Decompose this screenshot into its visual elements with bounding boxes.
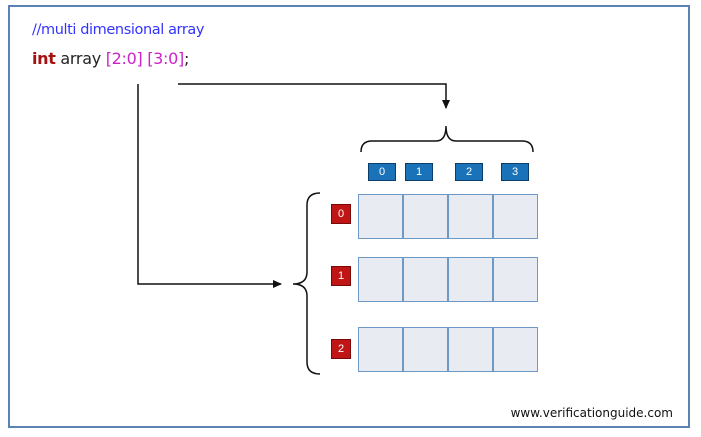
array-cell [358,327,403,372]
dimension-rows: [2:0] [105,49,143,68]
column-index-1: 1 [405,163,433,181]
columns-arrow [178,83,450,109]
array-cell [493,257,538,302]
column-index-0: 0 [368,163,396,181]
column-brace [360,125,534,153]
rows-arrow [137,84,282,288]
array-cell [448,327,493,372]
array-cell [448,257,493,302]
website-url: www.verificationguide.com [510,406,673,420]
column-index-3: 3 [501,163,529,181]
code-terminator: ; [183,49,190,68]
row-index-1: 1 [331,266,351,286]
row-index-0: 0 [331,204,351,224]
array-name: array [60,49,101,68]
code-declaration: int array [2:0] [3:0]; [32,49,189,68]
keyword-int: int [32,49,56,68]
dimension-columns: [3:0] [147,49,184,68]
array-cell [493,327,538,372]
diagram-frame [8,5,690,428]
array-cell [403,194,448,239]
row-index-2: 2 [331,339,351,359]
code-comment: //multi dimensional array [32,22,205,38]
array-cell [403,257,448,302]
array-cell [448,194,493,239]
column-index-2: 2 [455,163,483,181]
array-cell [403,327,448,372]
array-cell [358,194,403,239]
array-cell [358,257,403,302]
row-brace [292,192,321,375]
array-cell [493,194,538,239]
